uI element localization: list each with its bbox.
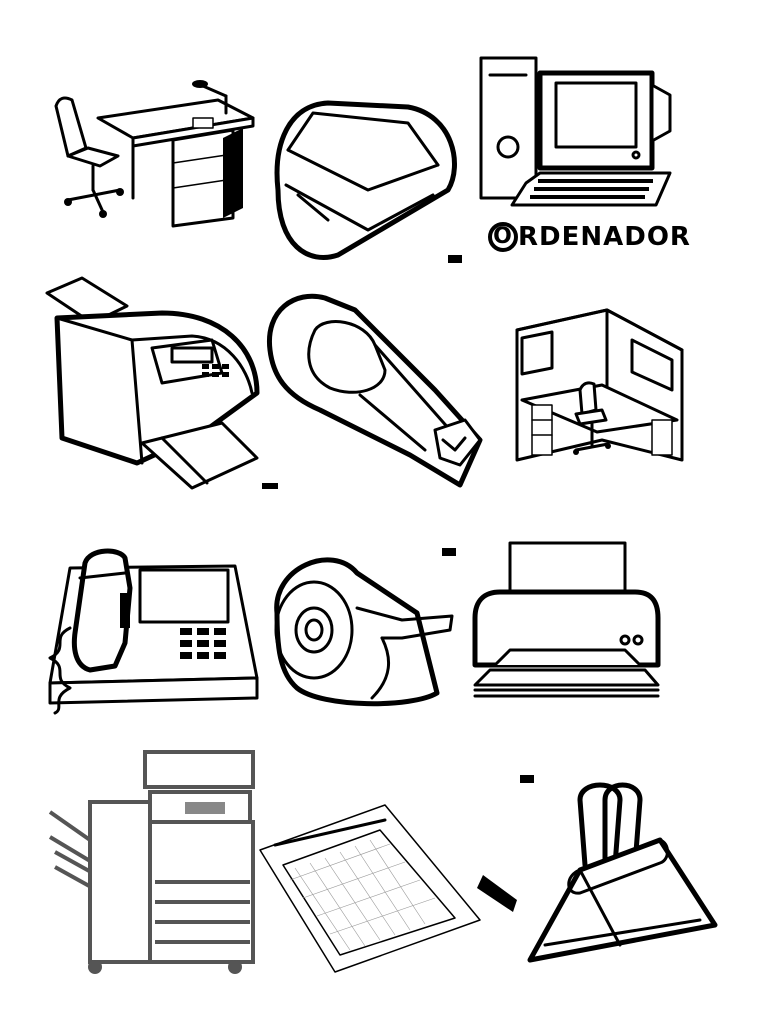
fax-machine-icon <box>42 276 278 493</box>
caption-initial: O <box>488 222 518 252</box>
printer-icon <box>470 540 665 705</box>
paper-cutter-icon <box>255 800 525 975</box>
staple-remover-icon <box>265 290 490 490</box>
office-cubicle-icon <box>512 308 687 475</box>
tape-dispenser-icon <box>262 548 462 713</box>
computer-icon <box>478 55 688 215</box>
stapler-icon <box>268 95 468 265</box>
office-desk-icon <box>48 78 258 228</box>
desk-telephone-icon <box>45 548 260 715</box>
photocopier-icon <box>45 750 260 977</box>
caption-rest: RDENADOR <box>518 222 691 252</box>
binder-clip-icon <box>520 775 720 975</box>
